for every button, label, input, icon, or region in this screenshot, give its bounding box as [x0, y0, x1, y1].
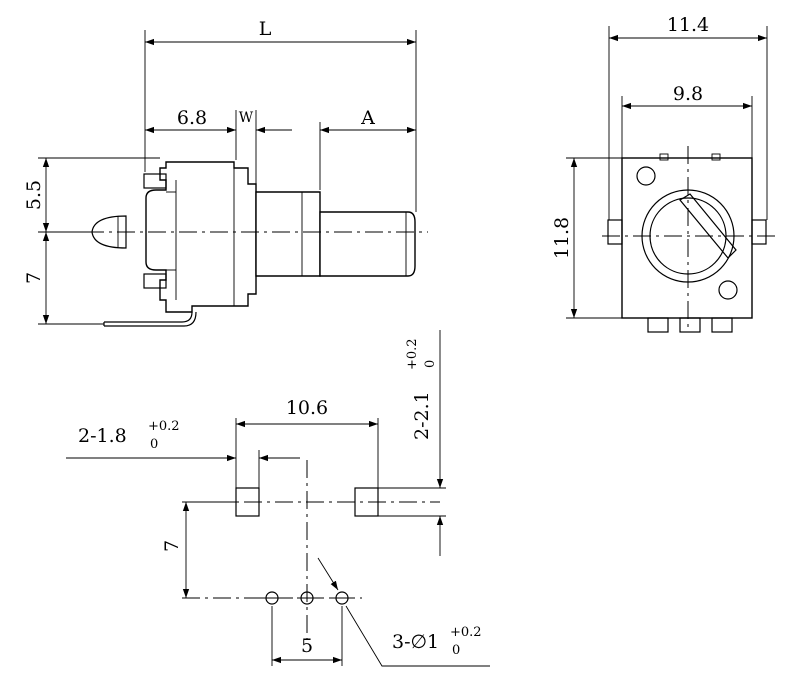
- dimension-label-9-8: 9.8: [673, 83, 703, 105]
- front-bottom-pin: [679, 317, 701, 333]
- dimension-label-7-side: 7: [23, 272, 45, 284]
- dimension-label-6-8: 6.8: [177, 107, 207, 129]
- slot-width-tol-plus: +0.2: [148, 419, 180, 434]
- front-hole-top-left: [636, 166, 656, 186]
- dimension-label-5-5: 5.5: [23, 180, 45, 210]
- dimension-label-W: W: [239, 110, 254, 126]
- side-bushing: [255, 191, 321, 277]
- slot-height-tol-zero: 0: [423, 360, 438, 368]
- dimension-label-L: L: [259, 18, 272, 40]
- side-bottom-bracket: [103, 311, 197, 327]
- front-side-tab-right: [751, 219, 767, 245]
- side-shaft: [319, 211, 416, 277]
- front-hole-bottom-right: [718, 280, 738, 300]
- front-view: 11.4 9.8 11.8: [551, 14, 778, 333]
- side-terminal-top: [143, 173, 167, 189]
- front-bottom-pin: [711, 317, 733, 333]
- side-view: L 6.8 W A 5.5 7: [23, 18, 428, 327]
- dimension-label-slot-width: 2-1.8: [78, 425, 127, 447]
- side-view-body: [145, 161, 257, 313]
- front-top-notch: [711, 153, 721, 161]
- hole-tol-plus: +0.2: [450, 625, 482, 640]
- side-terminal-bottom: [143, 273, 167, 289]
- front-top-notch: [659, 153, 669, 161]
- dimension-label-10-6: 10.6: [286, 397, 328, 419]
- front-side-tab-left: [607, 219, 623, 245]
- dimension-label-A: A: [360, 107, 375, 129]
- front-shaft-slot: [679, 193, 737, 259]
- pcb-layout: 10.6 2-1.8 +0.2 0 2-2.1 +0.2 0 7 5 3-∅1 …: [66, 330, 490, 667]
- slot-height-tol-plus: +0.2: [405, 338, 420, 370]
- slot-width-main: 2-1.8: [78, 425, 127, 447]
- dimension-label-slot-height: 2-2.1 +0.2 0: [405, 338, 438, 440]
- dimension-label-11-8: 11.8: [551, 217, 573, 259]
- hole-main: 3-∅1: [392, 631, 439, 653]
- dimension-label-11-4: 11.4: [667, 14, 709, 36]
- slot-width-tol-zero: 0: [150, 437, 158, 452]
- dimension-label-7-pcb: 7: [161, 540, 183, 552]
- hole-leader-line: [345, 605, 490, 667]
- slot-height-main: 2-2.1: [411, 391, 433, 440]
- hole-tol-zero: 0: [452, 643, 460, 658]
- hole-leader-arrow: [317, 557, 339, 591]
- dimension-label-5: 5: [301, 635, 313, 657]
- front-bottom-pin: [647, 317, 669, 333]
